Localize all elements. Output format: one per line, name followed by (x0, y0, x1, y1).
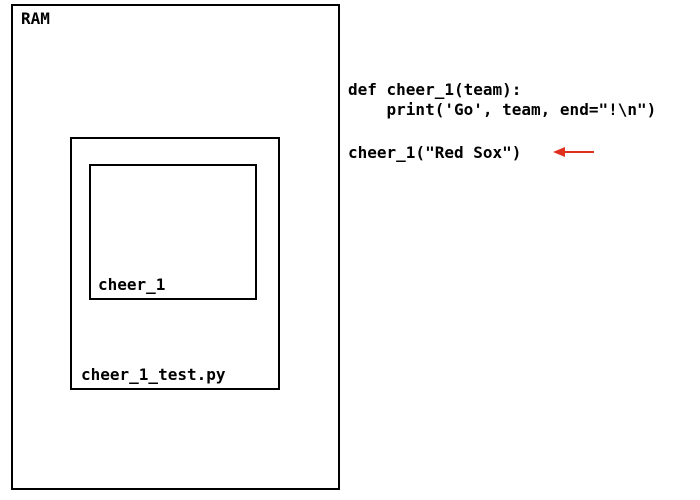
file-label: cheer_1_test.py (81, 365, 226, 384)
ram-box: RAM cheer_1 cheer_1_test.py (11, 4, 340, 490)
function-label: cheer_1 (98, 275, 166, 294)
code-line-print: print('Go', team, end="!\n") (348, 100, 657, 119)
code-line-call: cheer_1("Red Sox") (348, 143, 522, 162)
ram-label: RAM (21, 9, 50, 28)
code-line-def: def cheer_1(team): (348, 80, 522, 99)
function-box: cheer_1 (89, 164, 257, 300)
file-box: cheer_1 cheer_1_test.py (70, 137, 280, 390)
arrow-left-icon (553, 147, 594, 157)
